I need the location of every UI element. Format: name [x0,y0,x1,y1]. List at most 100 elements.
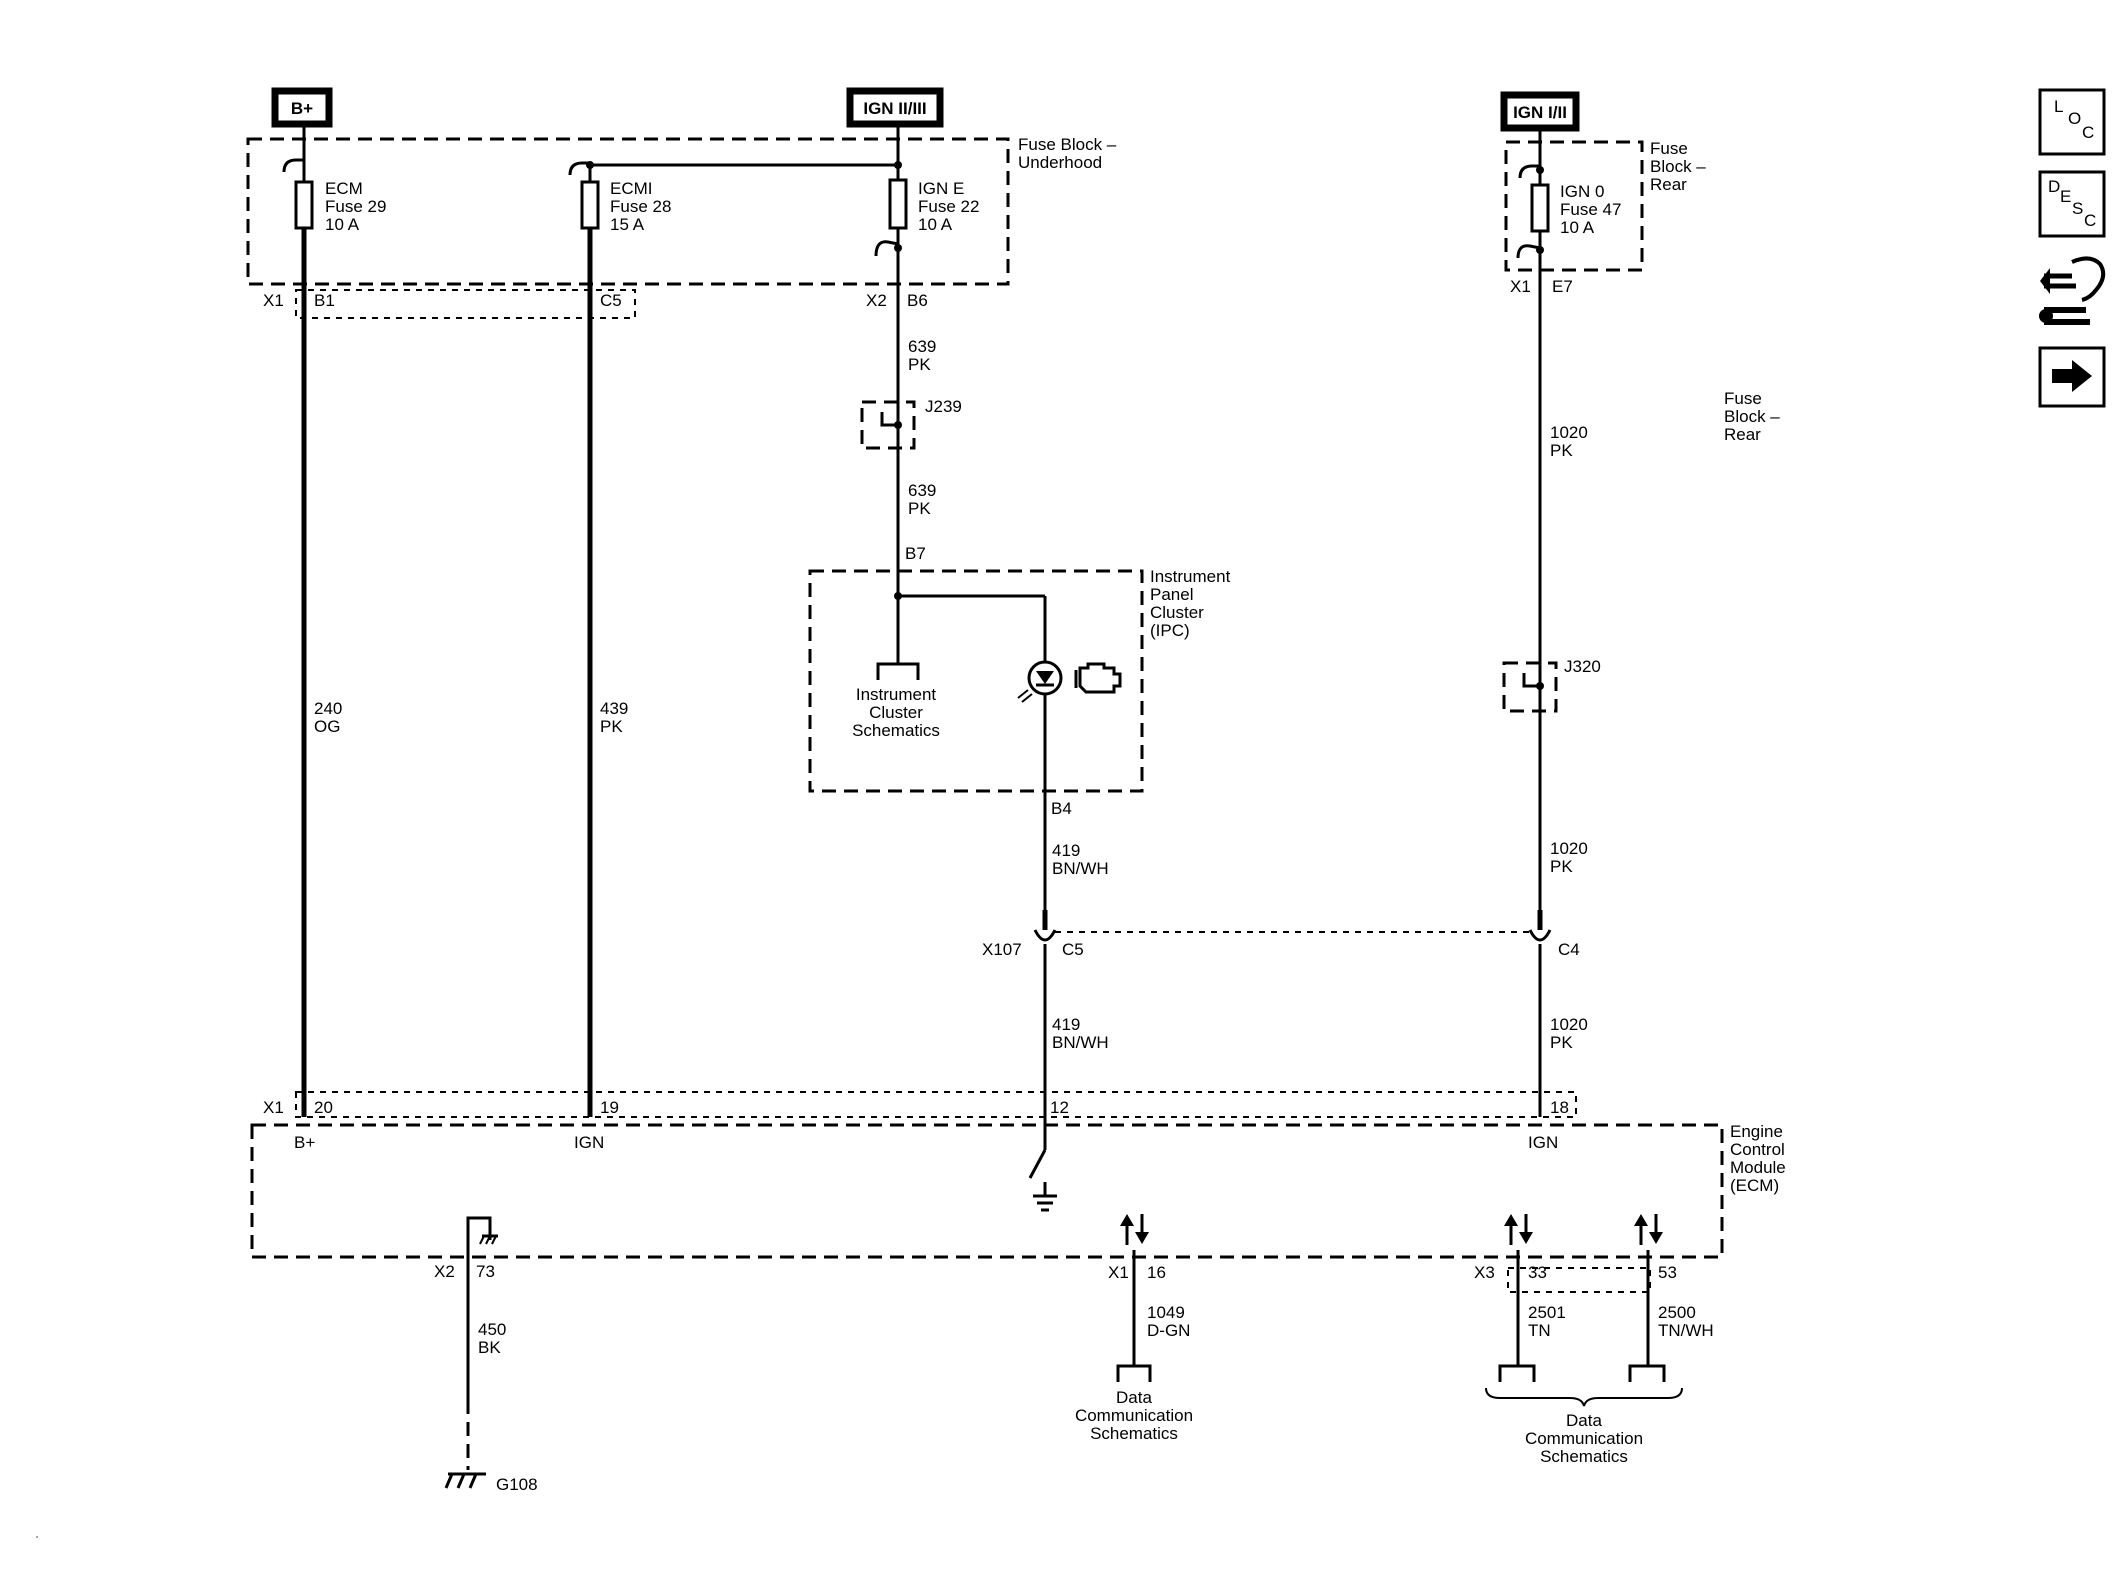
ipc-label-1: Instrument [1150,567,1231,586]
fuse-ecmi-name: ECMI [610,179,653,198]
data-comm-left-3: Schematics [1090,1424,1178,1443]
x107-c5-terminal [1033,929,1057,942]
fuse-ecmi-rating: 15 A [610,215,645,234]
next-page-button[interactable] [2038,346,2106,408]
x107-c4-terminal [1528,929,1552,942]
pin-73: 73 [476,1262,495,1281]
pin-53: 53 [1658,1263,1677,1282]
conn-x1-ecm: X1 [263,1098,284,1117]
ecm-pin-ign-right: IGN [1528,1133,1558,1152]
connector-tools-icon [2039,256,2106,325]
data-comm-ref-33-symbol [1498,1364,1536,1382]
instrument-cluster-ref-3: Schematics [852,721,940,740]
conn-b4: B4 [1051,799,1072,818]
conn-b6: B6 [907,291,928,310]
conn-b1: B1 [314,291,335,310]
loc-letter-3: C [2082,123,2094,142]
fuse-ecm-name: ECM [325,179,363,198]
scan-dot [36,1536,38,1538]
ecm-pin-bplus: B+ [294,1133,315,1152]
fuse-block-rear-side-2: Block – [1724,407,1780,426]
fuse-ign0-rating: 10 A [1560,218,1595,237]
conn-x1-bottom: X1 [1108,1263,1129,1282]
conn-e7: E7 [1552,277,1573,296]
desc-letter-1: D [2048,177,2060,196]
bplus-source: B+ [271,87,333,128]
fuse-clip-igne [874,240,899,257]
ecm-label-1: Engine [1730,1122,1783,1141]
wire-240-color: OG [314,717,340,736]
fuse-ecm-number: Fuse 29 [325,197,386,216]
fuse-block-rear-label-3: Rear [1650,175,1687,194]
instrument-cluster-ref-symbol [876,662,920,680]
wire-2500-color: TN/WH [1658,1321,1714,1340]
wire-419-a-circuit: 419 [1052,841,1080,860]
ecm-outline [250,1123,1724,1259]
conn-c5-top: C5 [600,291,622,310]
pin-33: 33 [1528,1263,1547,1282]
loc-letter-2: O [2068,109,2081,128]
low-side-switch [1028,1149,1047,1179]
chassis-ground-icon [1033,1194,1057,1212]
bplus-label: B+ [291,99,313,118]
data-comm-right-3: Schematics [1540,1447,1628,1466]
fuse-igne [888,178,908,230]
wire-419-b-circuit: 419 [1052,1015,1080,1034]
fuse-igne-name: IGN E [918,179,964,198]
conn-x107: X107 [982,940,1022,959]
wire-2501-circuit: 2501 [1528,1303,1566,1322]
wire-1020-b-color: PK [1550,857,1573,876]
fuse-clip-ign0 [1518,164,1540,179]
fuse-block-rear-side-3: Rear [1724,425,1761,444]
wire-1020-c-color: PK [1550,1033,1573,1052]
arrow-right-icon [2052,360,2092,392]
ground-g108-icon [444,1472,486,1489]
fuse-igne-number: Fuse 22 [918,197,979,216]
fuse-igne-rating: 10 A [918,215,953,234]
ecm-pin-ign-left: IGN [574,1133,604,1152]
connector-tools-button[interactable] [2039,256,2106,325]
fuse-block-underhood-outline [246,137,1010,286]
conn-b7: B7 [905,544,926,563]
splice-j320-label: J320 [1564,657,1601,676]
wire-639-b-color: PK [908,499,931,518]
x1-connector-outline [295,289,636,319]
wire-1049-circuit: 1049 [1147,1303,1185,1322]
fuse-clip-ecmi [568,161,590,176]
ipc-label-4: (IPC) [1150,621,1190,640]
bidirectional-arrow-icon-33 [1504,1214,1533,1245]
data-comm-left-1: Data [1116,1388,1152,1407]
fuse-ecmi [580,180,600,230]
wire-639-b-circuit: 639 [908,481,936,500]
ecm-internal-ground [466,1216,492,1254]
check-engine-led-icon [1017,660,1063,703]
wire-439-circuit: 439 [600,699,628,718]
data-comm-brace [1485,1387,1683,1407]
splice-j239-label: J239 [925,397,962,416]
desc-letter-2: E [2060,187,2071,206]
wire-450-color: BK [478,1338,501,1357]
location-button[interactable]: L O C [2038,88,2106,156]
fuse-block-rear-side-1: Fuse [1724,389,1762,408]
description-button[interactable]: D E S C [2038,170,2106,238]
fuse-ecm-rating: 10 A [325,215,360,234]
instrument-cluster-ref-2: Cluster [869,703,923,722]
wire-450-circuit: 450 [478,1320,506,1339]
splice-j239-outline [860,400,916,450]
ign-1-2-label: IGN I/II [1513,103,1567,122]
wire-439-color: PK [600,717,623,736]
wire-639-a-circuit: 639 [908,337,936,356]
conn-c5-mid: C5 [1062,940,1084,959]
data-comm-ref-53-symbol [1628,1364,1666,1382]
ecm-label-2: Control [1730,1140,1785,1159]
wire-419-b-color: BN/WH [1052,1033,1109,1052]
fuse-ign0 [1530,183,1550,233]
internal-ground-icon [479,1234,498,1245]
pin-18: 18 [1550,1098,1569,1117]
wire-1020-c-circuit: 1020 [1550,1015,1588,1034]
wire-2501-color: TN [1528,1321,1551,1340]
data-comm-right-1: Data [1566,1411,1602,1430]
wire-1020-a-circuit: 1020 [1550,423,1588,442]
ipc-label-3: Cluster [1150,603,1204,622]
conn-x3-bottom: X3 [1474,1263,1495,1282]
